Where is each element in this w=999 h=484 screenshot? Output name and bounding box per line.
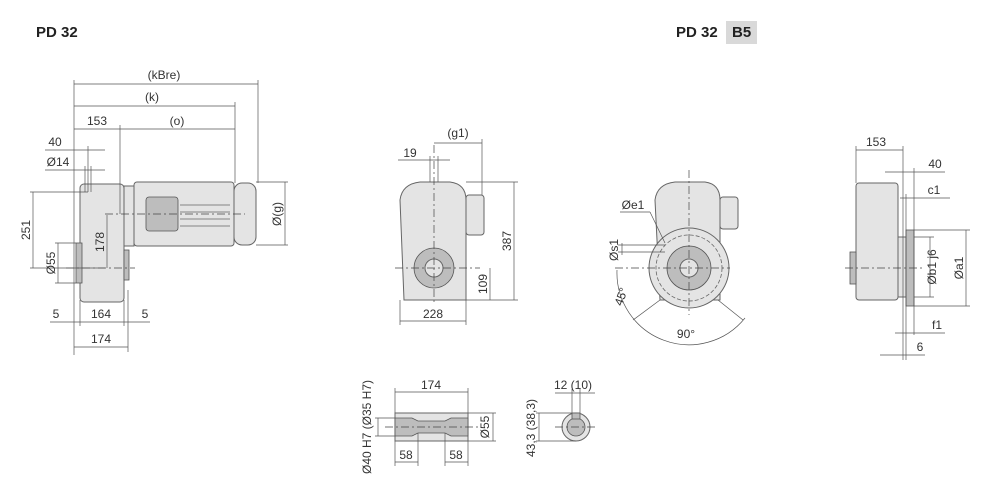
angle-90: 90° — [677, 327, 695, 341]
dim-153: 153 — [87, 114, 107, 128]
title-left: PD 32 — [36, 24, 78, 41]
shaft-dim-174: 174 — [421, 378, 441, 392]
dim-228: 228 — [423, 307, 443, 321]
adapter — [123, 185, 135, 247]
dim-kbre: (kBre) — [148, 68, 181, 82]
title-right: PD 32 — [676, 24, 718, 41]
flange-side-view: 153 40 c1 Øb1 j6 Øa1 f1 6 — [845, 135, 970, 360]
dim-b1: Øb1 j6 — [925, 249, 939, 285]
dim-c1: c1 — [928, 183, 941, 197]
front-view: (g1) 19 387 109 228 — [395, 126, 518, 325]
dim-109: 109 — [476, 274, 490, 294]
terminal-box — [145, 196, 179, 232]
keyway — [571, 412, 581, 420]
shaft-detail: 174 Ø40 H7 (Ø35 H7) Ø55 58 58 12 (10) 43… — [360, 378, 597, 474]
dim-251: 251 — [19, 220, 33, 240]
motor-fins — [180, 204, 230, 227]
dim-k: (k) — [145, 90, 159, 104]
side-view: (kBre) (k) 153 (o) 40 Ø14 251 178 Ø55 Ø(… — [19, 68, 288, 355]
shaft-dim-58-right: 58 — [449, 448, 463, 462]
dim-f1: f1 — [932, 318, 942, 332]
shaft-bore — [394, 417, 469, 437]
key-width: 12 (10) — [554, 378, 592, 392]
dim-5-left: 5 — [53, 307, 60, 321]
dim-s1: Øs1 — [607, 239, 621, 261]
dim-g: Ø(g) — [270, 202, 284, 226]
flange-dim-40: 40 — [928, 157, 942, 171]
dim-174: 174 — [91, 332, 111, 346]
angle-45: 45° — [612, 286, 631, 308]
dim-40: 40 — [48, 135, 62, 149]
dim-14: Ø14 — [47, 155, 70, 169]
dim-a1: Øa1 — [952, 256, 966, 279]
output-shaft-right — [123, 249, 130, 281]
dim-g1: (g1) — [447, 126, 468, 140]
shaft-dim-55: Ø55 — [478, 415, 492, 438]
output-shaft-left — [75, 242, 83, 284]
flange-front-view: Øe1 Øs1 45° 90° — [607, 170, 746, 346]
variant-badge: B5 — [726, 21, 758, 44]
dim-5-right: 5 — [142, 307, 149, 321]
flange-spigot — [897, 236, 907, 298]
shaft-dim-bore: Ø40 H7 (Ø35 H7) — [360, 380, 374, 474]
key-depth: 43,3 (38,3) — [524, 399, 538, 457]
shaft-dim-58-left: 58 — [399, 448, 413, 462]
dim-55: Ø55 — [44, 251, 58, 274]
dim-387: 387 — [500, 231, 514, 251]
flange-dim-153: 153 — [866, 135, 886, 149]
dim-19: 19 — [403, 146, 417, 160]
dim-178: 178 — [93, 232, 107, 252]
dim-o: (o) — [170, 114, 185, 128]
flange-motor-stub — [719, 196, 739, 230]
motor-stub — [465, 194, 485, 236]
dim-164: 164 — [91, 307, 111, 321]
dim-e1: Øe1 — [622, 198, 645, 212]
flange-side-housing — [855, 182, 899, 301]
dim-6: 6 — [917, 340, 924, 354]
